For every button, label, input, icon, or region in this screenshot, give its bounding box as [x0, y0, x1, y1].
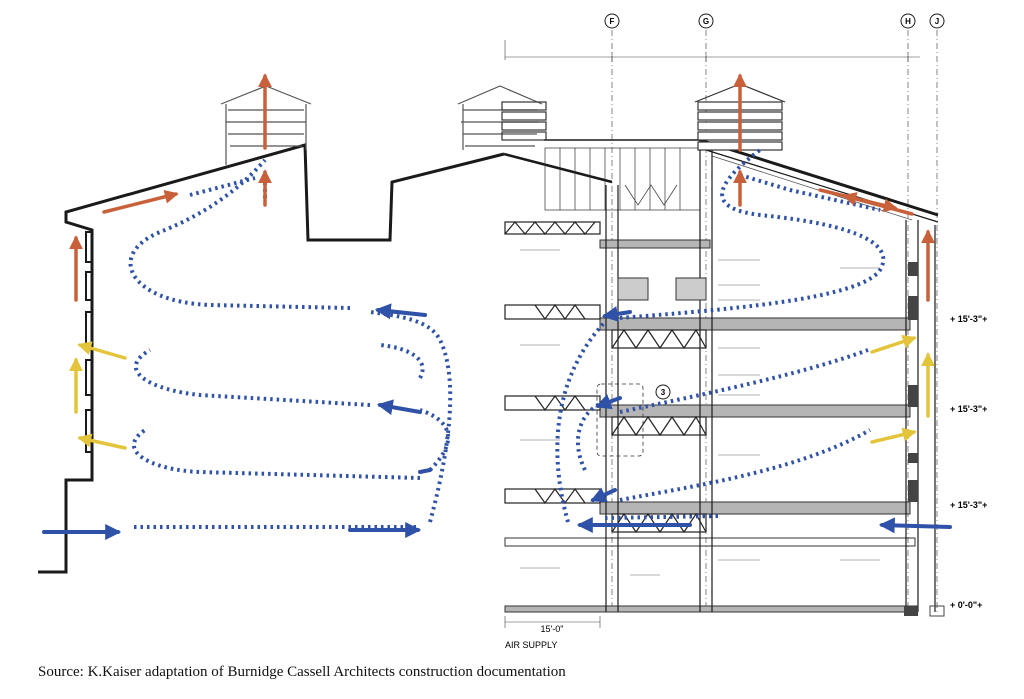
- grid-label-j: J: [935, 17, 939, 26]
- skylight-panels: [544, 147, 701, 211]
- level-label-0: + 0'-0"+: [950, 600, 982, 610]
- grid-label-f: F: [610, 17, 615, 26]
- annotation-leaders: [520, 249, 880, 576]
- left-schematic-section: [38, 73, 543, 574]
- left-facade-profile: [85, 231, 92, 453]
- grid-label-h: H: [905, 17, 911, 26]
- bottom-dimension: 15'-0" AIR SUPPLY: [504, 616, 601, 650]
- grid-bubble-f: F: [604, 13, 620, 29]
- top-dimension-lines: [504, 40, 920, 62]
- detail-callout: 3: [596, 383, 671, 457]
- detail-tag: 3: [661, 388, 666, 397]
- right-roof-monitor-2: [501, 101, 547, 141]
- left-roof-monitor-2: [457, 85, 543, 150]
- grid-bubble-g: G: [698, 13, 714, 29]
- left-airflow-loops: [128, 158, 453, 529]
- grid-label-g: G: [703, 17, 709, 26]
- left-building-outline: [38, 143, 505, 574]
- figure-caption: Source: K.Kaiser adaptation of Burnidge …: [38, 664, 566, 680]
- columns: [605, 150, 936, 612]
- mechanical-units: [617, 277, 707, 301]
- level-labels: + 15'-3"+ + 15'-3"+ + 15'-3"+ + 0'-0"+: [950, 314, 987, 610]
- grid-bubble-h: H: [900, 13, 916, 29]
- floor-slabs: [504, 239, 918, 613]
- level-label-3: + 15'-3"+: [950, 314, 987, 324]
- right-construction-section: F G H J: [501, 13, 987, 650]
- left-facade-glazing: [504, 303, 601, 505]
- right-cool-supply-arrows: [576, 306, 952, 534]
- right-warm-exhaust-arrows: [733, 73, 935, 302]
- left-tempered-air-arrows: [69, 341, 127, 450]
- left-warm-exhaust-arrows: [69, 73, 272, 302]
- level-label-2: + 15'-3"+: [950, 404, 987, 414]
- level-label-1: + 15'-3"+: [950, 500, 987, 510]
- left-cool-supply-arrows: [42, 303, 432, 540]
- exterior-wall-panels: [904, 262, 945, 617]
- right-tempered-air-arrows: [870, 334, 935, 444]
- bottom-note: AIR SUPPLY: [505, 640, 557, 650]
- floor-trusses: [504, 221, 707, 534]
- grid-bubble-j: J: [929, 13, 945, 29]
- bottom-dimension-label: 15'-0": [541, 624, 564, 634]
